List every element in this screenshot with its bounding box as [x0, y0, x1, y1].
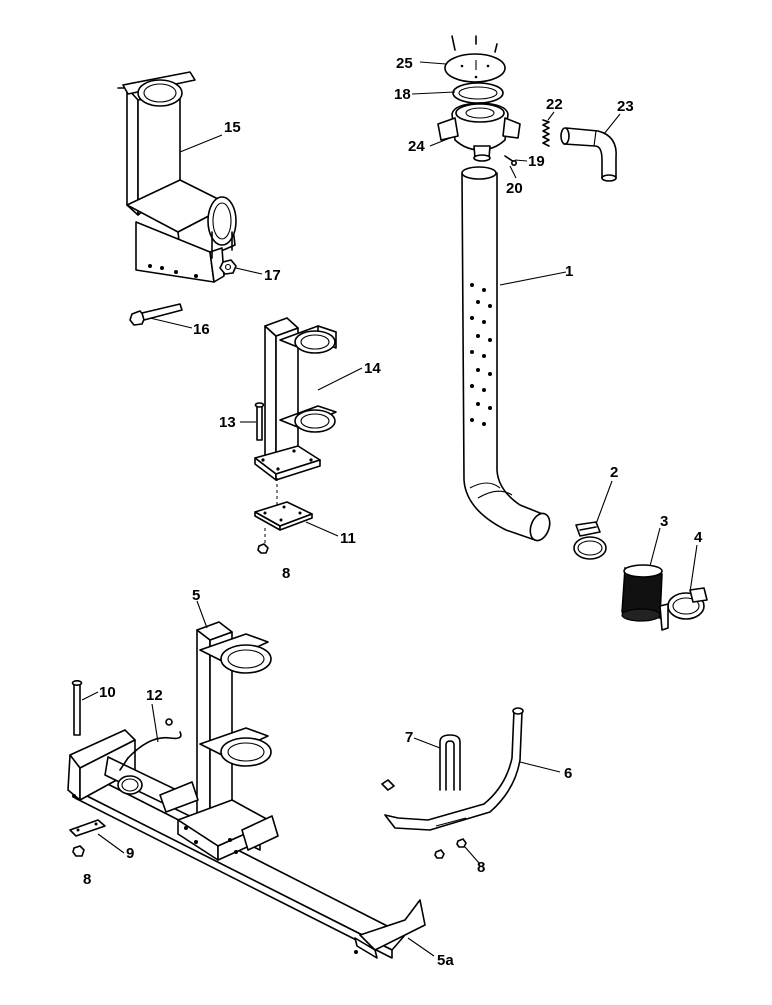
callout-5: 5	[192, 587, 200, 604]
part-4-band-clamp	[659, 587, 708, 631]
part-7-u-bolt	[439, 734, 461, 791]
part-8-nut-upper	[257, 543, 269, 554]
callout-13: 13	[219, 414, 236, 431]
callout-24: 24	[408, 138, 425, 155]
part-11-base-plate	[254, 501, 313, 531]
callout-17: 17	[264, 267, 281, 284]
part-13-bolt	[254, 402, 265, 441]
callout-3: 3	[660, 513, 668, 530]
callout-1: 1	[565, 263, 573, 280]
leader-lines	[81, 61, 698, 957]
callout-5a: 5a	[437, 952, 454, 969]
part-10-bolt	[71, 679, 83, 736]
part-12-cable	[119, 718, 182, 771]
callout-12: 12	[146, 687, 163, 704]
callout-19: 19	[528, 153, 545, 170]
callout-8-lower-left: 8	[83, 871, 91, 888]
part-2-hose-clamp	[573, 521, 607, 560]
part-9-plate	[69, 819, 106, 837]
part-15-upper-bracket	[117, 71, 237, 283]
callout-4: 4	[694, 529, 703, 546]
part-14-upright-post	[254, 317, 337, 481]
part-19-20-fasteners	[504, 155, 517, 167]
part-1-stack-tube	[461, 166, 551, 542]
callout-6: 6	[564, 765, 572, 782]
part-3-filter-element	[621, 564, 663, 622]
part-18-gasket	[452, 82, 504, 104]
callout-10: 10	[99, 684, 116, 701]
callout-15: 15	[224, 119, 241, 136]
part-6-support-bar	[381, 707, 524, 831]
callout-11: 11	[340, 530, 356, 547]
callout-labels: 25 18 22 23 24 19 20 1 15 17 16 14 13 11…	[83, 55, 703, 969]
part-25-cap	[444, 35, 506, 83]
part-8-nuts-lower-right	[434, 838, 467, 859]
callout-18: 18	[394, 86, 411, 103]
callout-9: 9	[126, 845, 134, 862]
callout-22: 22	[546, 96, 563, 113]
part-22-spring	[542, 119, 550, 147]
callout-16: 16	[193, 321, 210, 338]
part-8-nut-lower-left	[72, 845, 85, 857]
part-24-breather-head	[437, 102, 521, 162]
perforation-holes	[470, 283, 492, 426]
callout-14: 14	[364, 360, 381, 377]
callout-7: 7	[405, 729, 413, 746]
callout-8-lower-right: 8	[477, 859, 485, 876]
callout-23: 23	[617, 98, 634, 115]
callout-2: 2	[610, 464, 618, 481]
callout-8-upper: 8	[282, 565, 290, 582]
part-5-main-frame	[67, 621, 426, 959]
part-16-bolt	[129, 303, 183, 326]
part-23-elbow	[560, 127, 617, 182]
callout-20: 20	[506, 180, 523, 197]
callout-25: 25	[396, 55, 413, 72]
part-17-nut	[219, 259, 237, 275]
